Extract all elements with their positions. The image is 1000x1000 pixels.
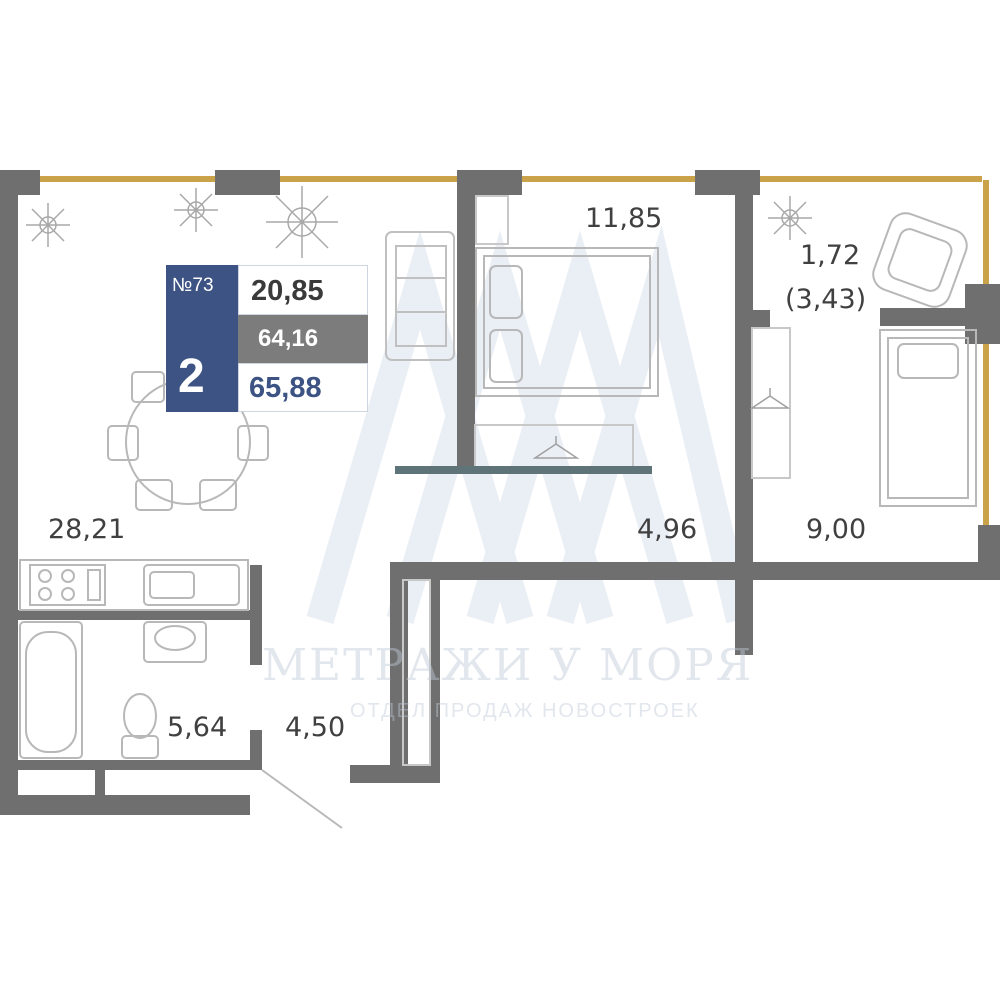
card-left-panel: №73 2 <box>166 265 238 412</box>
walls <box>0 170 1000 815</box>
watermark-title: МЕТРАЖИ У МОРЯ <box>262 640 754 691</box>
area-without-balcony: 64,16 <box>258 325 319 352</box>
area-label-small-room: 9,00 <box>806 514 867 545</box>
area-label-living-kitchen: 28,21 <box>48 514 126 545</box>
hanger-icons <box>532 388 791 459</box>
single-bed <box>879 329 977 507</box>
apartment-info-card: №73 2 20,85 64,16 65,88 <box>166 265 368 412</box>
bedroom-divider <box>395 466 652 474</box>
living-area-cell: 20,85 <box>238 265 368 315</box>
area-label-hall: 4,50 <box>285 712 346 743</box>
plants <box>26 186 812 258</box>
area-label-balcony-full: (3,43) <box>785 284 867 315</box>
apartment-number: №73 <box>172 275 214 296</box>
dining-set <box>107 371 269 511</box>
kitchen <box>19 559 249 611</box>
room-count: 2 <box>178 350 205 403</box>
armchair <box>872 212 968 308</box>
area-label-balcony: 1,72 <box>800 240 861 271</box>
area-no-balcony-cell: 64,16 <box>238 315 368 363</box>
bathroom-fixtures <box>19 621 343 829</box>
area-label-bedroom: 11,85 <box>585 203 663 234</box>
area-label-bathroom: 5,64 <box>167 712 228 743</box>
watermark-logo <box>306 225 754 624</box>
double-bed <box>475 247 659 397</box>
living-area: 20,85 <box>251 275 324 307</box>
total-area-cell: 65,88 <box>238 363 368 412</box>
sofa <box>385 231 455 361</box>
watermark-subtitle: ОТДЕЛ ПРОДАЖ НОВОСТРОЕК <box>350 700 700 722</box>
area-label-corridor: 4,96 <box>637 514 698 545</box>
total-area: 65,88 <box>249 372 322 404</box>
